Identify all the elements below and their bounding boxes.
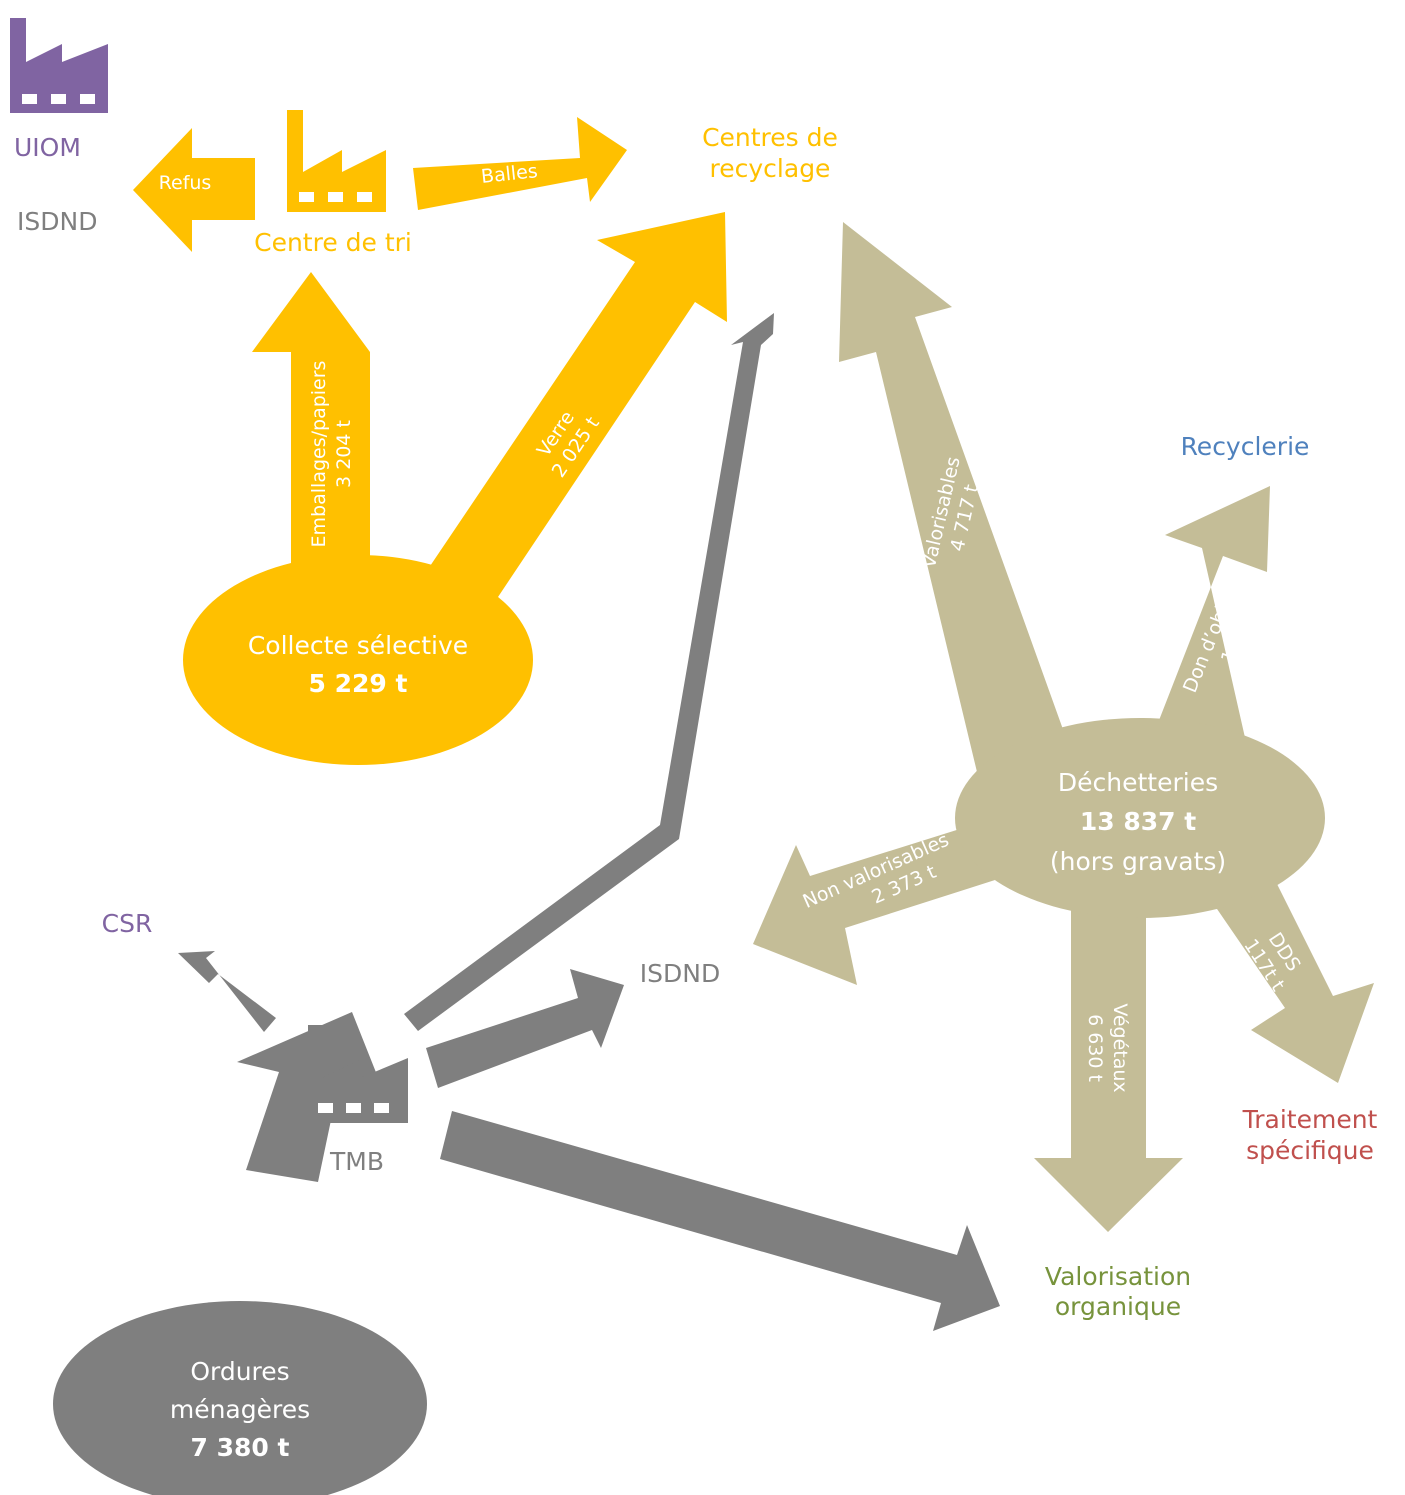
isdnd-mid-label: ISDND [640, 959, 720, 988]
dechetteries-note: (hors gravats) [1050, 847, 1226, 876]
uiom-label: UIOM [14, 133, 81, 162]
centre-de-tri-label: Centre de tri [254, 228, 412, 257]
ordures-menageres-name-2: ménagères [170, 1395, 310, 1424]
refus-arrow [133, 128, 255, 252]
traitement-specifique-label-2: spécifique [1246, 1136, 1374, 1165]
ordures-menageres-name-1: Ordures [190, 1357, 289, 1386]
collecte-selective-name: Collecte sélective [248, 631, 468, 660]
tmb-to-recyclage-arrow [404, 313, 774, 1031]
csr-label: CSR [102, 909, 153, 938]
vegetaux-name: Végétaux [1109, 1003, 1131, 1092]
centres-recyclage-label-1: Centres de [702, 123, 838, 152]
verre-arrow [422, 212, 727, 606]
don-objets-arrow [1156, 486, 1270, 742]
collecte-selective-node [183, 555, 533, 765]
dechetteries-name: Déchetteries [1058, 768, 1218, 797]
dechetteries-node [955, 718, 1325, 918]
vegetaux-arrow [1034, 900, 1183, 1232]
tmb-label: TMB [329, 1147, 384, 1176]
balles-arrow [413, 117, 627, 210]
factory-icon-centre-de-tri [287, 110, 386, 212]
factory-icon-uiom [10, 18, 108, 113]
valorisation-organique-label-2: organique [1055, 1292, 1181, 1321]
tmb-to-isdnd-arrow [426, 969, 624, 1088]
centres-recyclage-label-2: recyclage [710, 154, 831, 183]
ordures-menageres-node [53, 1301, 427, 1495]
vegetaux-value: 6 630 t [1084, 1014, 1106, 1082]
emballages-name: Emballages/papiers [308, 361, 330, 548]
refus-label: Refus [159, 172, 212, 194]
valorisation-organique-label-1: Valorisation [1045, 1262, 1191, 1291]
isdnd-top-label: ISDND [17, 207, 97, 236]
non-valorisables-arrow [753, 828, 995, 985]
tmb-to-csr-arrow [178, 951, 276, 1032]
dds-arrow [1204, 880, 1374, 1083]
collecte-selective-value: 5 229 t [309, 669, 408, 698]
traitement-specifique-label-1: Traitement [1242, 1105, 1378, 1134]
dechetteries-value: 13 837 t [1080, 807, 1196, 836]
emballages-value: 3 204 t [333, 420, 355, 488]
valorisables-arrow [839, 222, 1065, 772]
ordures-menageres-value: 7 380 t [191, 1433, 290, 1462]
emballages-arrow [252, 272, 370, 580]
recyclerie-label: Recyclerie [1181, 432, 1310, 461]
factory-icon-tmb [308, 1025, 408, 1123]
tmb-to-valorisation-arrow [440, 1111, 1000, 1331]
